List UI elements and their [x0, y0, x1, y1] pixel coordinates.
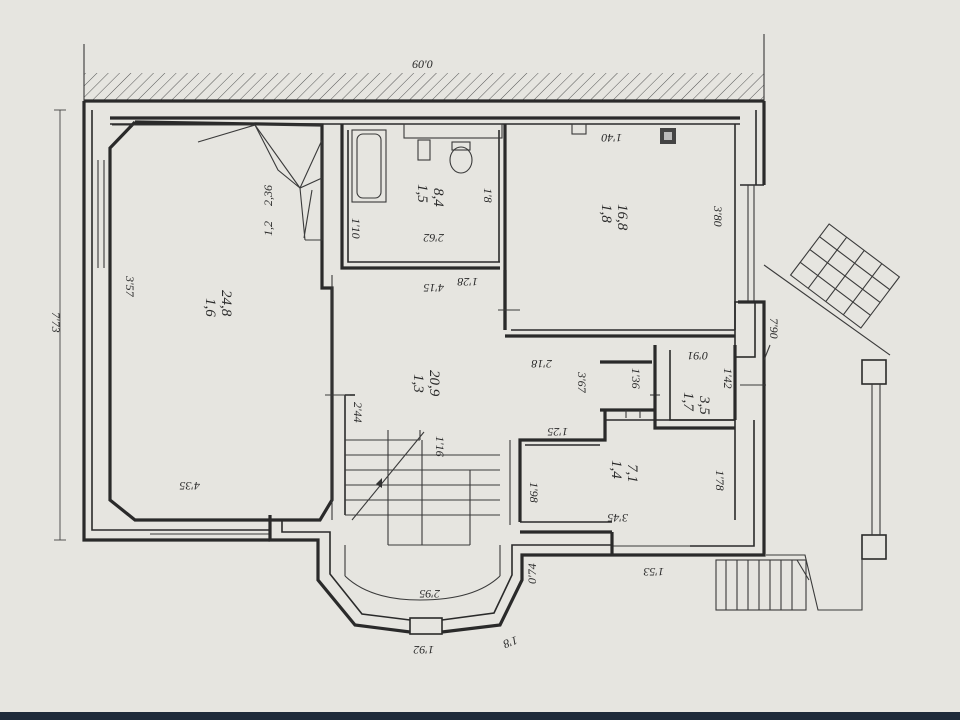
bath-area: 8,4	[430, 188, 446, 207]
kitchen-number: 1,4	[608, 460, 624, 479]
living-width: 4'35	[179, 479, 200, 493]
dimension-lines	[54, 109, 66, 541]
kitchen	[525, 419, 736, 520]
bay-entry	[268, 515, 612, 635]
sink-icon	[417, 139, 431, 161]
kitchen-dim-b: 3'45	[607, 511, 629, 525]
stair-number: 1,2	[261, 221, 275, 236]
hall-number: 1,3	[410, 374, 426, 393]
top-hatched-wall	[83, 34, 765, 103]
hall-sub: 1'25	[547, 425, 568, 439]
bath-number: 1,5	[414, 184, 430, 203]
right-upper-label: 7'90	[767, 318, 781, 339]
bathroom	[340, 123, 507, 330]
toilet-icon	[449, 146, 473, 174]
living-height: 3'57	[123, 275, 137, 298]
hall-area: 20,9	[426, 370, 442, 397]
radiator-icon	[571, 123, 587, 135]
kitchen-area: 7,1	[624, 464, 640, 483]
bay-bottom-right: 1'8	[501, 633, 519, 651]
wc-dim-c: 1'36	[629, 368, 643, 389]
living-room	[108, 120, 334, 522]
bay-side-right: 0'74	[525, 563, 539, 584]
bedroom-area: 16,8	[614, 204, 630, 231]
bottom-edge-strip	[0, 712, 960, 720]
bedroom	[505, 123, 736, 338]
wc-dim-a: 0'91	[687, 349, 708, 363]
staircase	[344, 394, 500, 546]
hall-right: 3'67	[575, 371, 589, 394]
left-height-label: 7'73	[49, 312, 63, 333]
wc-area: 3,5	[696, 395, 712, 415]
wc-number: 1,7	[680, 392, 696, 412]
hall-top: 4'15	[423, 281, 444, 295]
counter	[403, 123, 503, 139]
stair-area: 2,36	[261, 185, 275, 206]
hall-mid: 2'18	[531, 357, 552, 371]
hall-left: 2'44	[351, 402, 365, 423]
wc-dim-b: 1'42	[721, 368, 735, 389]
closet-top-label: 1'28	[457, 275, 478, 289]
hall-step-width: 1'16	[433, 436, 447, 457]
top-width-label: 60'0	[412, 57, 433, 71]
porch	[715, 223, 901, 611]
living-area: 24,8	[218, 290, 234, 317]
porch-column	[861, 359, 887, 385]
bath-dim-a: 1'10	[349, 218, 363, 239]
porch-steps-top	[789, 223, 901, 329]
bathtub	[351, 129, 387, 203]
porch-column	[861, 534, 887, 560]
kitchen-dim-a: 1'98	[527, 482, 541, 503]
porch-steps-bottom	[715, 559, 810, 611]
kitchen-dim-c: 1'78	[713, 470, 727, 491]
outer-walls	[82, 101, 766, 557]
kitchen-dim-d: 1'53	[643, 565, 664, 579]
bedroom-number: 1,8	[598, 204, 614, 223]
bath-dim-c: 2'62	[423, 231, 444, 245]
living-number: 1,6	[202, 298, 218, 317]
bath-dim-b: 1'8	[481, 188, 495, 203]
bedroom-w: 1'40	[601, 131, 622, 145]
labels: 60'0 7'73 7'90 1,6 24,8 4'35 3'57 1,2 2,…	[49, 57, 781, 657]
bedroom-h: 3'80	[711, 205, 725, 227]
bay-bottom-left: 2'95	[419, 587, 440, 601]
hall	[325, 270, 660, 546]
entry-bottom: 1'92	[413, 643, 434, 657]
